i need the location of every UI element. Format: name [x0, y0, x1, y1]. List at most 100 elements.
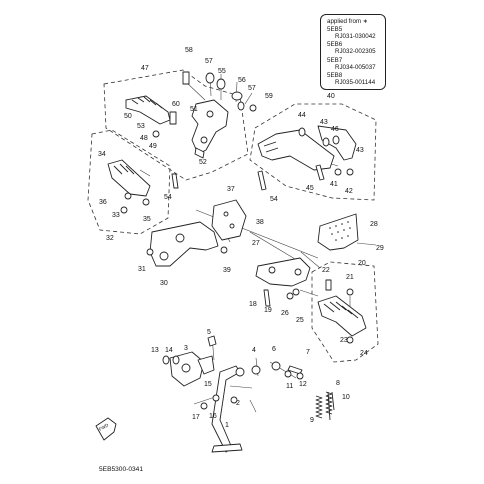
label-36: 36	[99, 199, 107, 206]
pin-10	[327, 391, 331, 421]
label-20: 20	[358, 260, 366, 267]
label-40: 40	[327, 93, 335, 100]
part-detail	[181, 363, 191, 373]
bolt-16	[212, 394, 220, 402]
label-55: 55	[218, 68, 226, 75]
spring-9	[315, 395, 323, 419]
label-6: 6	[272, 346, 276, 353]
label-39: 39	[223, 267, 231, 274]
label-21: 21	[346, 274, 354, 281]
collar-55	[216, 78, 226, 90]
bolt-39	[220, 246, 228, 254]
part-detail	[200, 136, 208, 144]
bolt-54a	[171, 173, 179, 189]
sidestand-1	[211, 365, 241, 453]
applied-from-range: RJ031-030042	[335, 33, 376, 40]
nut-6	[271, 361, 281, 371]
washer-25	[292, 288, 300, 296]
label-41: 41	[330, 181, 338, 188]
applied-from-model: 5EB8	[327, 72, 343, 79]
part-detail	[341, 237, 343, 239]
part-detail	[131, 96, 163, 109]
label-49: 49	[149, 143, 157, 150]
nut-35	[142, 198, 150, 206]
label-10: 10	[342, 394, 350, 401]
label-4: 4	[252, 347, 256, 354]
bolt-36	[124, 192, 132, 200]
part-detail	[294, 268, 302, 276]
label-8: 8	[336, 380, 340, 387]
washer-13	[162, 355, 170, 365]
label-34: 34	[98, 151, 106, 158]
label-35: 35	[143, 216, 151, 223]
part-detail	[223, 211, 229, 217]
part-detail	[139, 169, 151, 177]
part-detail	[268, 266, 276, 274]
label-15: 15	[204, 381, 212, 388]
applied-from-range: RJ034-005037	[335, 64, 376, 71]
bolt-58	[182, 71, 190, 85]
part-detail	[299, 289, 319, 297]
label-48: 48	[140, 135, 148, 142]
bolt-54b	[257, 170, 267, 191]
part-detail	[356, 242, 377, 246]
label-2: 2	[236, 400, 240, 407]
part-detail	[159, 251, 169, 261]
label-27: 27	[252, 240, 260, 247]
washer-21	[346, 288, 354, 296]
applied-from-range: RJ032-002305	[335, 48, 376, 55]
part-detail	[343, 229, 345, 231]
applied-from-model: 5EB7	[327, 57, 343, 64]
collar-4	[251, 365, 261, 375]
step-bracket-30	[149, 221, 219, 267]
nut-23	[346, 336, 354, 344]
label-47: 47	[141, 65, 149, 72]
label-14: 14	[165, 347, 173, 354]
group-32-outline	[87, 129, 171, 235]
nut-42	[346, 168, 354, 176]
applied-from-model: 5EB5	[327, 26, 343, 33]
nut-59	[249, 104, 257, 112]
label-51: 51	[190, 106, 198, 113]
part-detail	[335, 225, 337, 227]
fwd-label: FWD	[98, 422, 110, 432]
label-37: 37	[227, 186, 235, 193]
label-30: 30	[160, 280, 168, 287]
bolt-5	[207, 335, 217, 347]
part-detail	[244, 92, 253, 105]
label-33: 33	[112, 212, 120, 219]
label-59: 59	[265, 93, 273, 100]
part-detail	[341, 223, 343, 225]
bolt-52	[194, 147, 205, 159]
label-13: 13	[151, 347, 159, 354]
bolt-44	[298, 127, 306, 137]
part-detail	[263, 141, 279, 153]
washer-57	[205, 72, 215, 84]
bolt-19	[263, 289, 271, 307]
part-detail	[347, 221, 349, 223]
footpeg-20	[317, 295, 367, 337]
washer-14	[172, 355, 180, 365]
applied-from-box: applied from ∗ 5EB5 RJ031-030042 5EB6 RJ…	[320, 14, 386, 90]
group-outlines	[87, 69, 379, 363]
group-40-outline	[249, 103, 377, 201]
part-detail	[229, 223, 235, 229]
label-52: 52	[199, 159, 207, 166]
label-18: 18	[249, 301, 257, 308]
bolt-17	[200, 402, 208, 410]
part-labels: 1 2 3 4 5 6 7 8 9 10 11 12 13 14 15 16 1…	[98, 47, 384, 432]
fwd-arrow-icon	[95, 417, 117, 441]
washer-11	[284, 370, 292, 378]
label-17: 17	[192, 414, 200, 421]
label-25: 25	[296, 317, 304, 324]
label-7: 7	[306, 349, 310, 356]
label-57b: 57	[248, 85, 256, 92]
label-46: 46	[331, 126, 339, 133]
part-detail	[347, 235, 349, 237]
nut-41	[334, 168, 342, 176]
label-42: 42	[345, 188, 353, 195]
part-detail	[249, 399, 257, 413]
label-57a: 57	[205, 58, 213, 65]
rider-step-bracket-18	[255, 257, 311, 287]
applied-from-model: 5EB6	[327, 41, 343, 48]
